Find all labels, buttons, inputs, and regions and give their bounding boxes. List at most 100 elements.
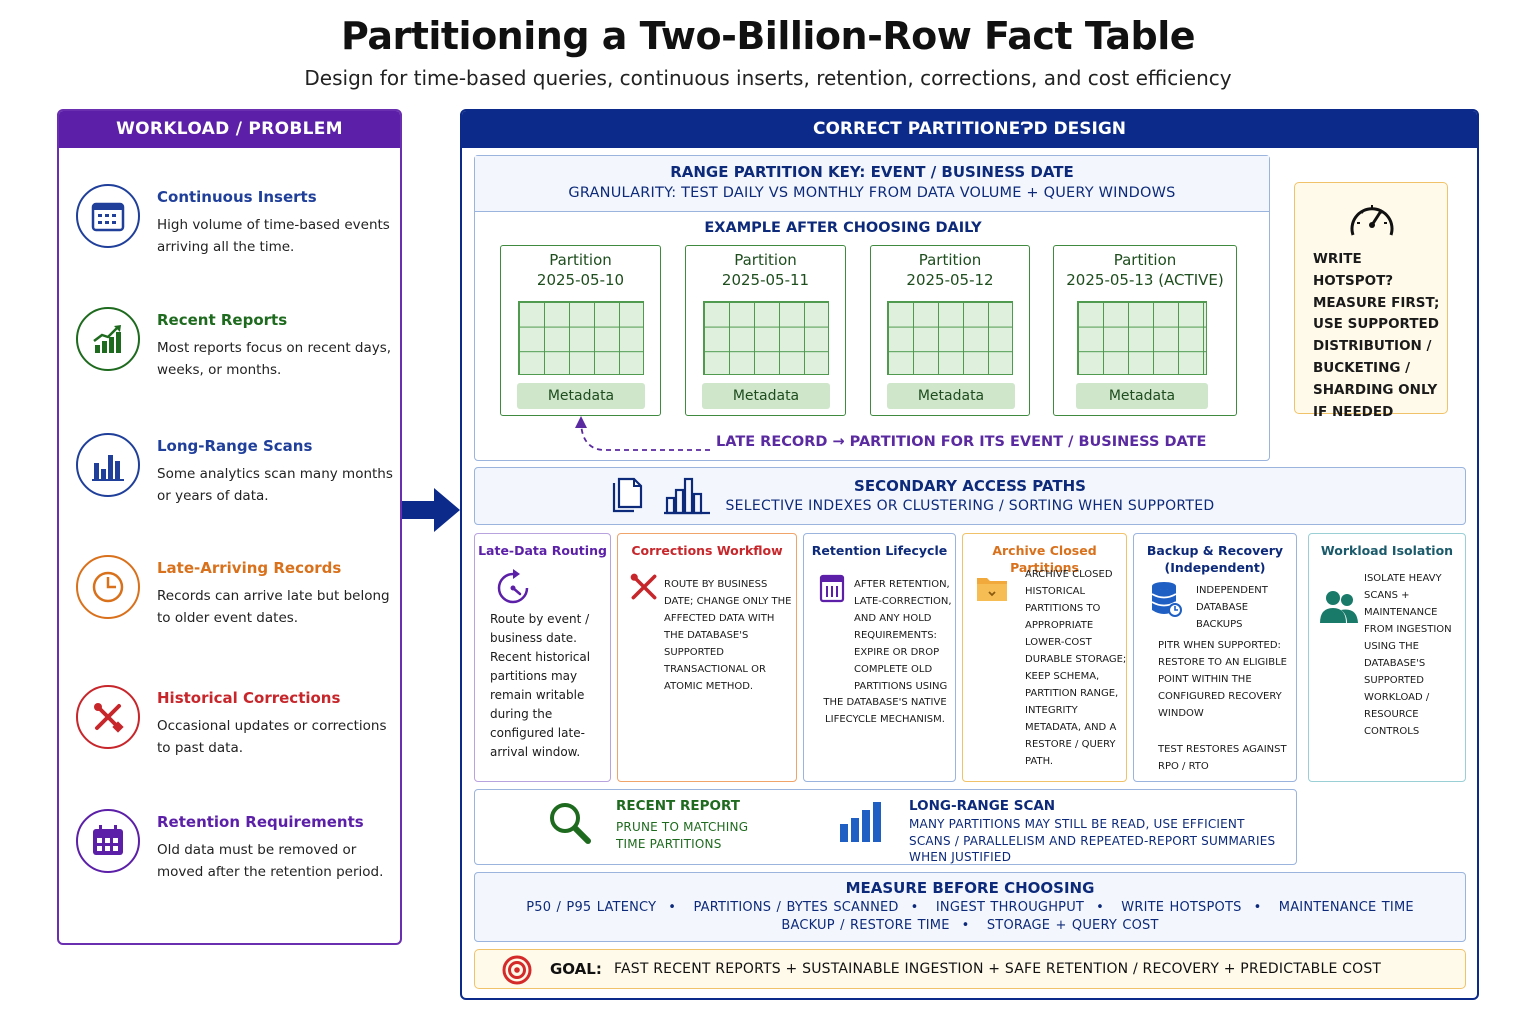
design-panel: CORRECT PARTITIONEɁD DESIGN RANGE PARTIT… [460, 109, 1479, 1000]
calendar-icon [819, 574, 845, 603]
late-record-arrow [575, 416, 710, 451]
scan-box: RECENT REPORT PRUNE TO MATCHING TIME PAR… [474, 789, 1297, 865]
partition-date: 2025-05-12 [906, 271, 994, 289]
workload-desc: Old data must be removed or moved after … [157, 842, 384, 880]
card-late-data-routing: Late-Data Routing Route by event / busin… [474, 533, 611, 782]
partition-date: 2025-05-11 [721, 271, 810, 289]
measure-title: MEASURE BEFORE CHOOSING [845, 879, 1095, 897]
card-title: Retention Lifecycle [811, 543, 948, 558]
partition-card: Partition 2025-05-10 Metadata [500, 245, 661, 416]
workload-desc: Records can arrive late but belong to ol… [157, 588, 390, 626]
users-icon [1320, 591, 1358, 623]
documents-icon [612, 477, 643, 513]
partition-metadata: Metadata [1076, 383, 1208, 409]
workload-desc: Most reports focus on recent days, weeks… [157, 340, 392, 378]
page-subtitle: Design for time-based queries, continuou… [304, 66, 1232, 90]
workload-desc: Occasional updates or corrections to pas… [157, 718, 387, 756]
partition-card: Partition 2025-05-12 Metadata [870, 245, 1030, 416]
workload-title: Long-Range Scans [157, 437, 313, 455]
card-text-2: THE DATABASE'S NATIVE LIFECYCLE MECHANIS… [823, 697, 947, 725]
card-title: Backup & Recovery (Independent) [1146, 543, 1284, 575]
partition-grid [887, 301, 1013, 375]
partition-date: 2025-05-10 [536, 271, 625, 289]
card-text-3: TEST RESTORES AGAINST RPO / RTO [1158, 744, 1287, 772]
partition-label: Partition [918, 251, 982, 269]
workload-title: Recent Reports [157, 311, 288, 329]
workload-title: Late-Arriving Records [157, 559, 342, 577]
metric: WRITE HOTSPOTS [1121, 900, 1242, 915]
partition-grid [1077, 301, 1207, 375]
gauge-icon [1350, 205, 1394, 236]
folder-icon [977, 578, 1007, 601]
card-text: INDEPENDENT DATABASE BACKUPS [1196, 585, 1268, 630]
card-text: ISOLATE HEAVY SCANS + MAINTENANCE FROM I… [1364, 573, 1452, 737]
partition-grid [518, 301, 644, 375]
partition-date: 2025-05-13 (ACTIVE) [1066, 271, 1224, 289]
bar-chart-icon [664, 477, 710, 515]
calendar-grid-icon [76, 184, 140, 248]
partition-label: Partition [1113, 251, 1177, 269]
late-record-label: LATE RECORD → PARTITION FOR ITS EVENT / … [716, 434, 1207, 450]
metric: STORAGE + QUERY COST [986, 918, 1159, 933]
trend-chart-icon [76, 307, 140, 371]
target-icon [502, 955, 532, 985]
calendar-icon [76, 809, 140, 873]
card-text-2: PITR WHEN SUPPORTED: RESTORE TO AN ELIGI… [1158, 640, 1287, 719]
workload-heading: WORKLOAD / PROBLEM [59, 111, 400, 148]
example-label: EXAMPLE AFTER CHOOSING DAILY [704, 220, 982, 236]
secondary-access-box: SECONDARY ACCESS PATHS SELECTIVE INDEXES… [474, 467, 1466, 525]
measure-row-2: BACKUP / RESTORE TIME• STORAGE + QUERY C… [781, 918, 1159, 933]
database-icon [1151, 582, 1182, 617]
card-text: Route by event / business date. Recent h… [490, 612, 591, 759]
partition-label: Partition [734, 251, 797, 269]
long-range-title: LONG-RANGE SCAN [909, 798, 1056, 814]
workload-title: Retention Requirements [157, 813, 364, 831]
partition-card: Partition 2025-05-11 Metadata [685, 245, 846, 416]
partition-label: Partition [549, 251, 612, 269]
range-partition-box: RANGE PARTITION KEY: EVENT / BUSINESS DA… [474, 155, 1270, 461]
goal-bar: GOAL: FAST RECENT REPORTS + SUSTAINABLE … [474, 949, 1466, 989]
card-retention-lifecycle: Retention Lifecycle AFTER RETENTION, LAT… [803, 533, 956, 782]
metric: P50 / P95 LATENCY [526, 900, 657, 915]
secondary-title: SECONDARY ACCESS PATHS [854, 477, 1086, 495]
tools-icon [630, 573, 657, 600]
card-text: AFTER RETENTION, LATE-CORRECTION, AND AN… [854, 579, 952, 692]
partition-metadata: Metadata [517, 383, 645, 409]
workload-title: Continuous Inserts [157, 188, 317, 206]
card-workload-isolation: Workload Isolation ISOLATE HEAVY SCANS +… [1308, 533, 1466, 782]
metric: INGEST THROUGHPUT [935, 900, 1085, 915]
workload-desc: Some analytics scan many months or years… [157, 466, 393, 504]
write-hotspot-note: WRITE HOTSPOT? MEASURE FIRST; USE SUPPOR… [1294, 182, 1448, 420]
card-archive-closed: Archive Closed Partitions ARCHIVE CLOSED… [962, 533, 1127, 782]
metric: BACKUP / RESTORE TIME [781, 918, 950, 933]
recent-report-text: PRUNE TO MATCHING TIME PARTITIONS [616, 820, 749, 851]
range-key-header: RANGE PARTITION KEY: EVENT / BUSINESS DA… [475, 156, 1269, 212]
measure-row-1: P50 / P95 LATENCY• PARTITIONS / BYTES SC… [526, 900, 1414, 915]
clock-icon [76, 555, 140, 619]
long-range-text: MANY PARTITIONS MAY STILL BE READ, USE E… [909, 817, 1276, 864]
card-title: Archive Closed Partitions [992, 543, 1097, 575]
recent-report-title: RECENT REPORT [616, 798, 740, 814]
workload-desc: High volume of time-based events arrivin… [157, 217, 390, 255]
metric: PARTITIONS / BYTES SCANNED [693, 900, 899, 915]
measure-box: MEASURE BEFORE CHOOSING P50 / P95 LATENC… [474, 872, 1466, 942]
metric: MAINTENANCE TIME [1278, 900, 1414, 915]
bar-chart-icon [76, 433, 140, 497]
card-title: Workload Isolation [1320, 543, 1454, 558]
page-title: Partitioning a Two-Billion-Row Fact Tabl… [340, 14, 1196, 58]
workload-title: Historical Corrections [157, 689, 341, 707]
card-text: ROUTE BY BUSINESS DATE; CHANGE ONLY THE … [664, 579, 792, 692]
timer-icon [497, 569, 529, 604]
card-text: ARCHIVE CLOSED HISTORICAL PARTITIONS TO … [1025, 569, 1127, 767]
magnifier-icon [550, 803, 591, 844]
partition-card-active: Partition 2025-05-13 (ACTIVE) Metadata [1053, 245, 1237, 416]
bar-chart-icon [840, 802, 881, 842]
workload-panel: WORKLOAD / PROBLEM Continuous Inserts Hi… [57, 109, 402, 945]
partition-metadata: Metadata [887, 383, 1015, 409]
granularity: GRANULARITY: TEST DAILY VS MONTHLY FROM … [568, 185, 1176, 201]
goal-text: FAST RECENT REPORTS + SUSTAINABLE INGEST… [614, 961, 1382, 977]
secondary-desc: SELECTIVE INDEXES OR CLUSTERING / SORTIN… [725, 498, 1215, 514]
hotspot-text: WRITE HOTSPOT? MEASURE FIRST; USE SUPPOR… [1313, 251, 1440, 420]
goal-label: GOAL: [550, 960, 602, 978]
design-heading: CORRECT PARTITIONEɁD DESIGN [462, 111, 1477, 148]
